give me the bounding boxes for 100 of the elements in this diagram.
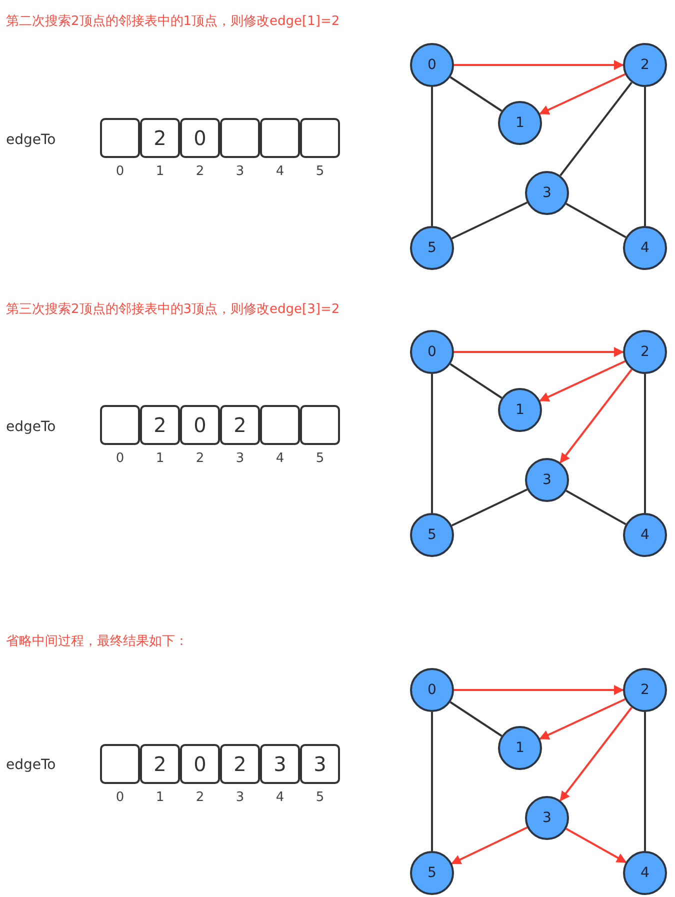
cell-value: 0	[194, 126, 206, 150]
vertex-label: 4	[640, 240, 650, 256]
vertex-circle	[410, 513, 454, 557]
index-number: 4	[274, 790, 286, 805]
step-heading: 第二次搜索2顶点的邻接表中的1顶点，则修改edge[1]=2	[6, 13, 340, 30]
vertex-label: 0	[428, 682, 436, 698]
arrow	[539, 698, 626, 740]
vertex-circle	[623, 43, 667, 87]
vertex-circle	[623, 226, 667, 270]
edge-line	[450, 701, 502, 737]
array-cell	[300, 118, 340, 158]
index-number: 1	[154, 164, 166, 179]
index-number: 3	[234, 164, 246, 179]
vertex-label: 1	[516, 115, 524, 131]
cell-value: 3	[314, 752, 326, 776]
vertex-circle	[498, 388, 542, 432]
vertex-circle	[623, 330, 667, 374]
arrow	[454, 685, 624, 695]
cell-value: 2	[154, 752, 166, 776]
cell-value: 0	[194, 413, 206, 437]
array-cell	[140, 405, 180, 445]
array-cell	[220, 118, 260, 158]
array-cell	[140, 118, 180, 158]
arrow	[566, 828, 627, 864]
index-number: 0	[114, 164, 126, 179]
index-number: 2	[194, 164, 206, 179]
array-cell	[140, 744, 180, 784]
arrow	[560, 368, 632, 464]
index-number: 0	[114, 790, 126, 805]
vertex-circle	[410, 851, 454, 895]
edge-line	[431, 374, 433, 513]
array-cell	[100, 405, 140, 445]
vertex-label: 2	[640, 344, 650, 360]
cell-value: 2	[154, 126, 166, 150]
vertex-circle	[623, 668, 667, 712]
cell-value: 2	[154, 413, 166, 437]
index-number: 5	[314, 790, 326, 805]
vertex-label: 5	[428, 527, 436, 543]
vertex-circle	[525, 796, 569, 840]
vertex-label: 2	[640, 682, 650, 698]
cell-value: 2	[234, 752, 246, 776]
vertex-circle	[410, 43, 454, 87]
edge-line	[431, 712, 433, 851]
arrow	[539, 73, 626, 115]
edge-line	[451, 488, 528, 526]
index-number: 0	[114, 451, 126, 466]
step-heading: 省略中间过程，最终结果如下：	[6, 633, 188, 650]
vertex-label: 4	[640, 865, 650, 881]
arrow	[450, 826, 528, 864]
index-number: 2	[194, 790, 206, 805]
vertex-circle	[525, 171, 569, 215]
index-number: 4	[274, 164, 286, 179]
edge-line	[644, 712, 646, 851]
vertex-circle	[498, 726, 542, 770]
vertex-label: 0	[428, 57, 436, 73]
vertex-circle	[623, 851, 667, 895]
index-number: 3	[234, 451, 246, 466]
cell-value: 3	[274, 752, 286, 776]
vertex-circle	[525, 458, 569, 502]
arrow	[560, 706, 632, 802]
vertex-label: 3	[542, 185, 552, 201]
vertex-circle	[410, 226, 454, 270]
vertex-label: 3	[542, 810, 552, 826]
array-name: edgeTo	[6, 757, 56, 773]
array-cell	[100, 744, 140, 784]
array-cell	[300, 405, 340, 445]
vertex-label: 1	[516, 402, 524, 418]
vertex-label: 2	[640, 57, 650, 73]
array-cell	[100, 118, 140, 158]
edge-line	[566, 490, 626, 526]
array-cell	[260, 118, 300, 158]
vertex-label: 0	[428, 344, 436, 360]
edge-line	[431, 87, 433, 226]
vertex-circle	[623, 513, 667, 557]
arrow	[454, 347, 624, 357]
index-number: 3	[234, 790, 246, 805]
index-number: 2	[194, 451, 206, 466]
arrow	[454, 60, 624, 70]
edge-line	[450, 76, 502, 112]
vertex-label: 5	[428, 865, 436, 881]
vertex-circle	[410, 330, 454, 374]
cell-value: 0	[194, 752, 206, 776]
edge-line	[450, 363, 502, 399]
vertex-circle	[410, 668, 454, 712]
index-number: 4	[274, 451, 286, 466]
edge-line	[644, 87, 646, 226]
array-cell	[300, 744, 340, 784]
vertex-circle	[498, 101, 542, 145]
index-number: 5	[314, 451, 326, 466]
array-name: edgeTo	[6, 132, 56, 148]
vertex-label: 1	[516, 740, 524, 756]
array-cell	[180, 118, 220, 158]
index-number: 5	[314, 164, 326, 179]
arrow	[539, 360, 626, 402]
array-cell	[260, 744, 300, 784]
array-cell	[180, 405, 220, 445]
vertex-label: 4	[640, 527, 650, 543]
array-cell	[260, 405, 300, 445]
edge-line	[566, 202, 626, 238]
edge-line	[451, 202, 528, 240]
